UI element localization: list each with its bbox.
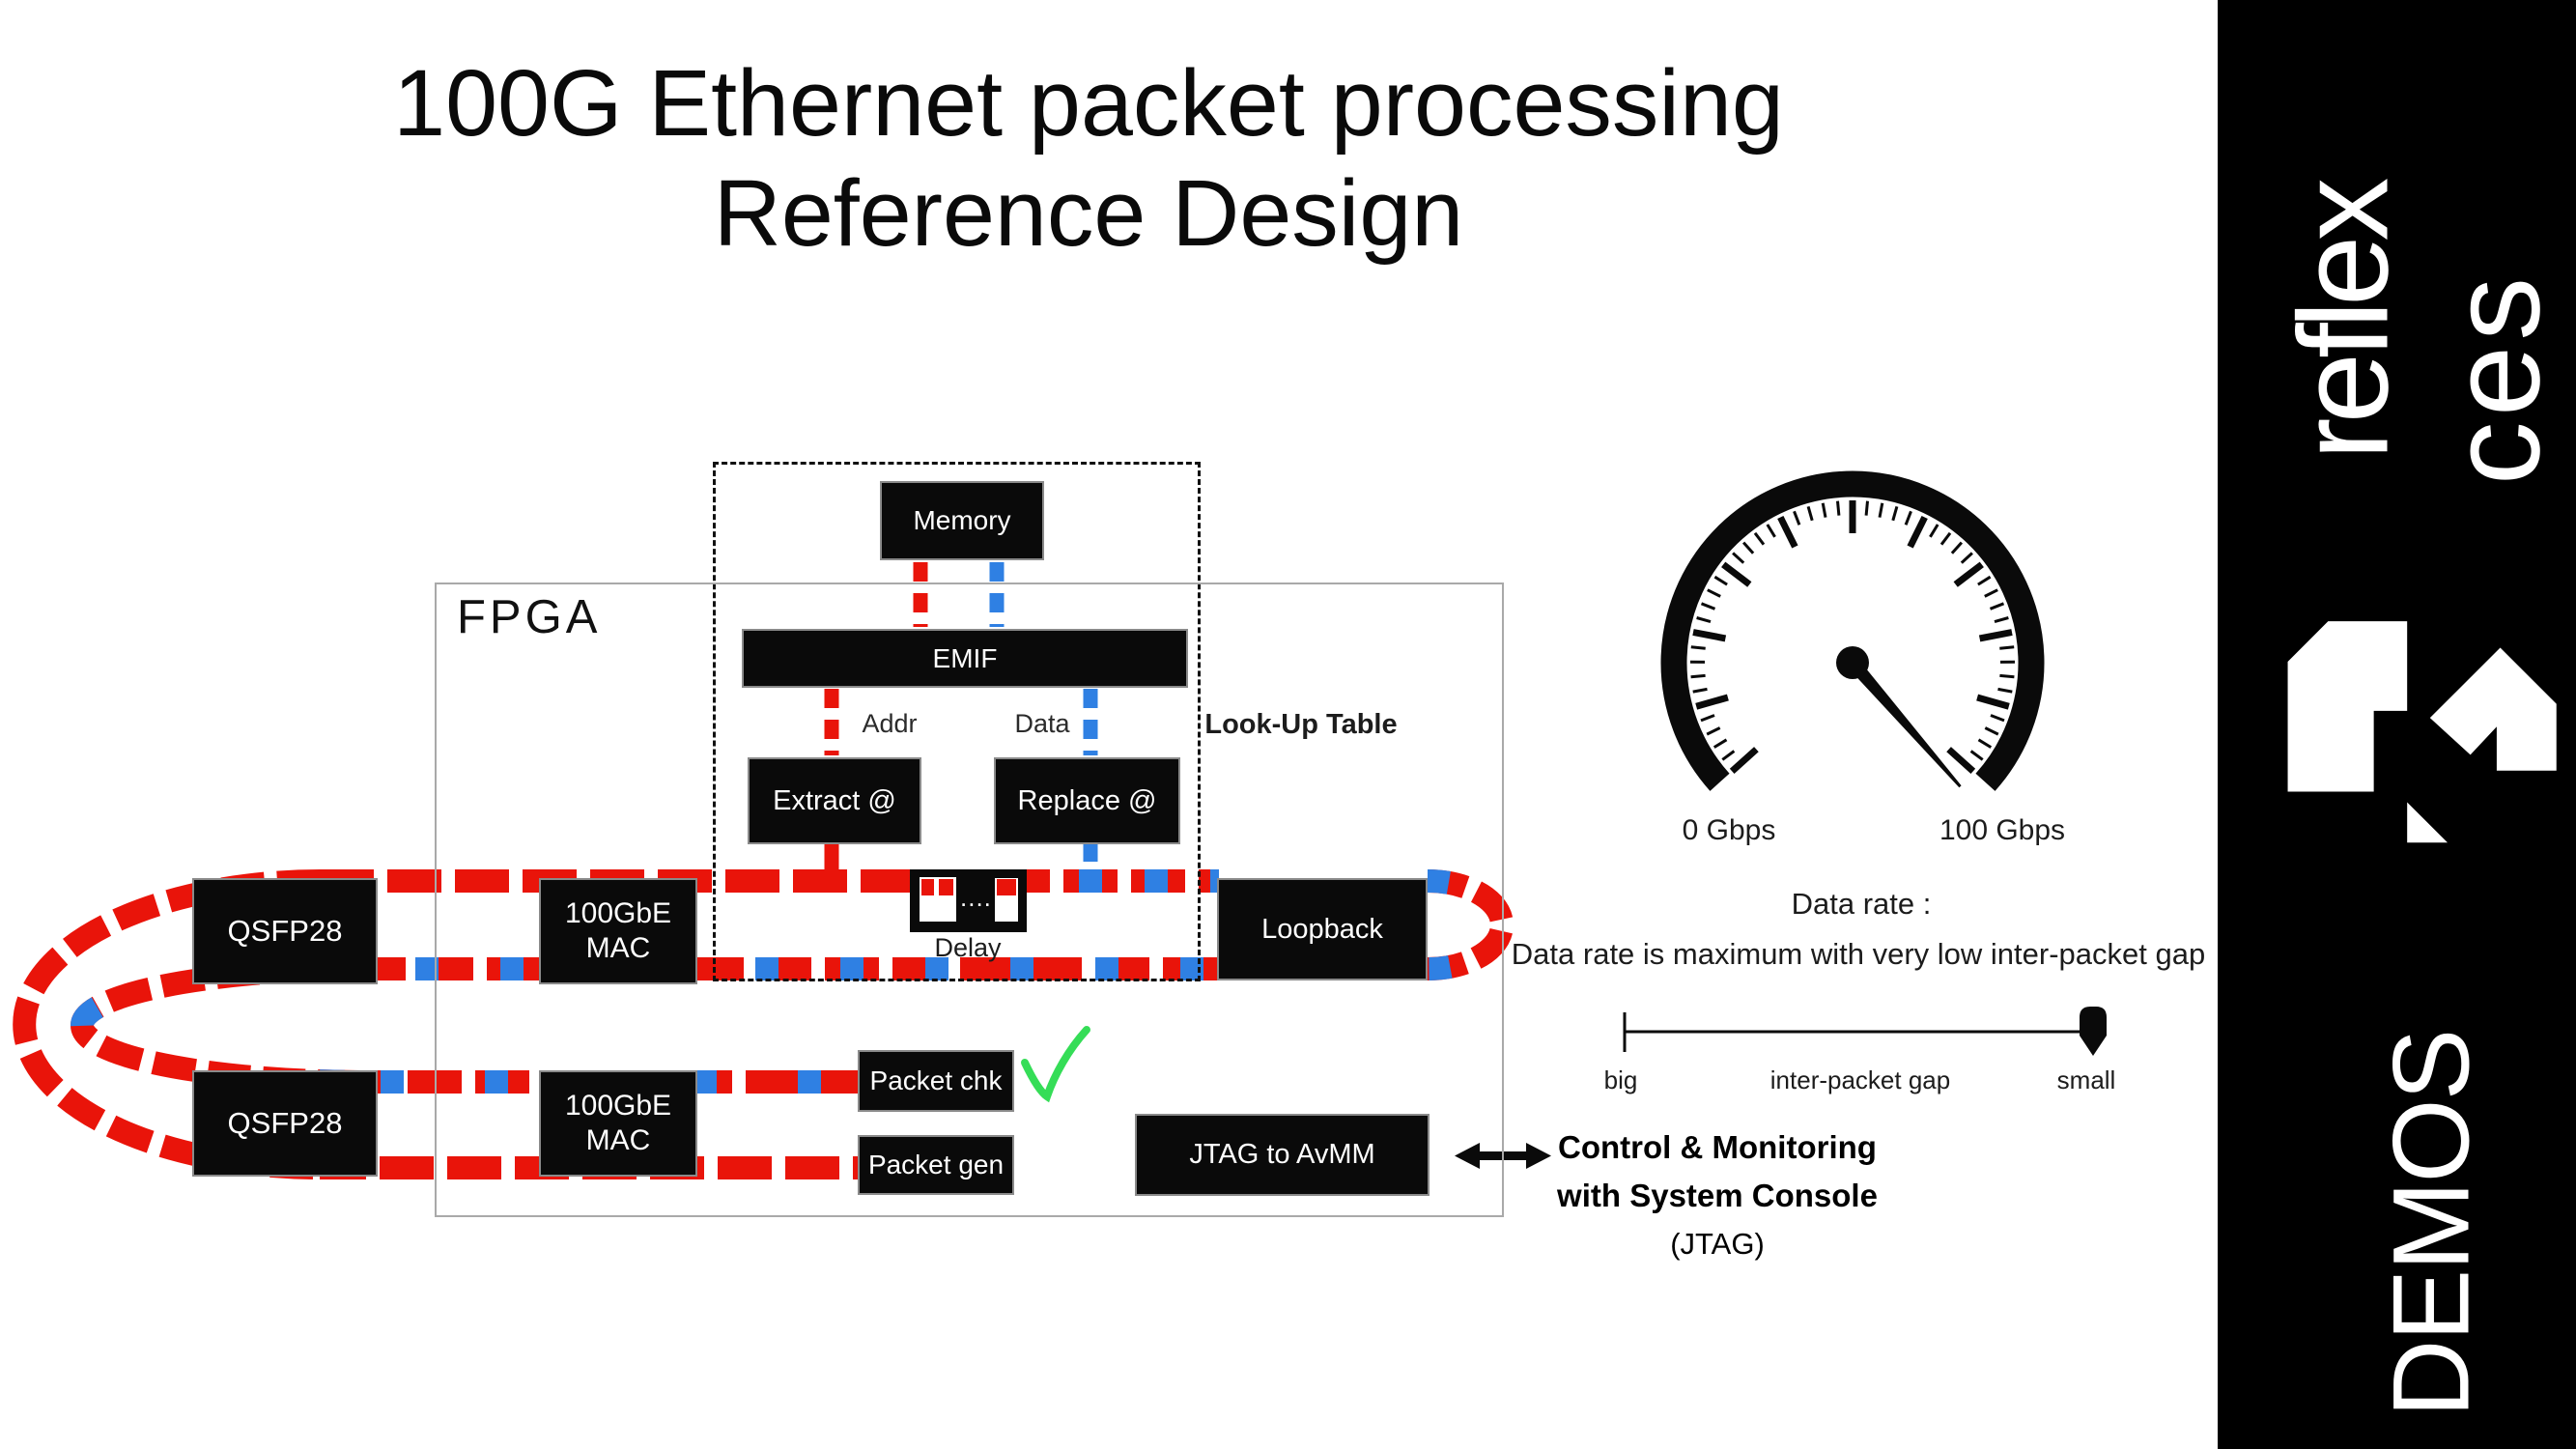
slider-right-label: small [2056,1065,2116,1094]
block-replace: Replace @ [994,757,1180,844]
inter-packet-gap-slider[interactable] [1623,1007,2107,1056]
gauge-min-label: 0 Gbps [1682,814,1776,846]
mac-top-line2: MAC [585,932,651,964]
gauge-needle [1847,658,1962,788]
slider-left-label: big [1603,1065,1638,1094]
loopback-curve [1427,869,1514,980]
addr-label: Addr [862,709,918,738]
replace-label: Replace @ [1017,784,1157,816]
gauge-max-label: 100 Gbps [1939,814,2066,846]
block-qsfp28-top: QSFP28 [192,878,378,984]
emif-label: EMIF [932,642,998,673]
control-line3: (JTAG) [1670,1227,1765,1261]
double-arrow-icon [1455,1143,1551,1169]
inner-loop-curve [71,957,370,1094]
mac-bottom-line1: 100GbE [564,1090,672,1122]
page-title: 100G Ethernet packet processing Referenc… [0,48,2177,269]
delay-dots: .... [960,883,992,912]
loopback-label: Loopback [1261,913,1383,945]
block-mac-top: 100GbE MAC [539,878,697,984]
gauge-ring [1660,470,2045,791]
control-line1: Control & Monitoring [1558,1129,1877,1165]
block-jtag-avmm: JTAG to AvMM [1135,1114,1430,1196]
check-icon [1021,1026,1090,1103]
reflexces-logo-icon [2287,621,2557,843]
brand-word-reflex: reflex [2272,183,2415,461]
block-mac-bottom: 100GbE MAC [539,1070,697,1177]
control-monitoring-text: Control & Monitoring with System Console… [1557,1123,1878,1268]
packet-gen-label: Packet gen [867,1150,1005,1180]
jtag-avmm-label: JTAG to AvMM [1189,1139,1375,1171]
sidebar: reflex ces DEMOS [2218,0,2576,1449]
control-line2: with System Console [1557,1178,1878,1213]
gauge-hub [1836,646,1869,679]
block-qsfp28-bottom: QSFP28 [192,1070,378,1177]
delay-packet-fragment [997,879,1016,895]
data-rate-description: Data rate is maximum with very low inter… [1511,937,2206,971]
speed-gauge [1660,470,2045,791]
data-rate-heading: Data rate : [1791,887,1932,921]
extract-label: Extract @ [773,784,896,816]
block-emif: EMIF [742,629,1188,688]
block-extract: Extract @ [748,757,921,844]
slider-center-label: inter-packet gap [1769,1065,1951,1094]
delay-packet-fragment [939,879,953,895]
block-delay: .... [910,869,1027,932]
packet-chk-label: Packet chk [869,1065,1003,1096]
mac-top-line1: 100GbE [564,897,672,929]
brand-word-ces: ces [2423,271,2566,486]
lookup-table-label: Look-Up Table [1204,709,1398,740]
memory-connectors [824,562,1098,879]
packet-track-blue [71,869,1514,1094]
page-title-line2: Reference Design [713,160,1464,266]
outer-loop-curve [13,869,321,1179]
sidebar-footer-demos: DEMOS [2370,1030,2492,1418]
lookup-table-box [713,462,1201,981]
page-title-line1: 100G Ethernet packet processing [393,50,1784,156]
delay-packet-fragment [921,879,934,895]
slider-handle-icon[interactable] [2080,1007,2107,1056]
qsfp28-bottom-label: QSFP28 [227,1106,343,1141]
fpga-label: FPGA [457,591,602,643]
block-memory: Memory [880,481,1044,560]
delay-label: Delay [934,933,1002,962]
block-loopback: Loopback [1217,878,1428,980]
data-label: Data [1014,709,1070,738]
block-packet-chk: Packet chk [858,1050,1014,1112]
gauge-ticks [1689,500,2016,775]
memory-label: Memory [913,505,1011,536]
block-packet-gen: Packet gen [858,1135,1014,1195]
qsfp28-top-label: QSFP28 [227,914,343,949]
mac-bottom-line2: MAC [585,1124,651,1156]
